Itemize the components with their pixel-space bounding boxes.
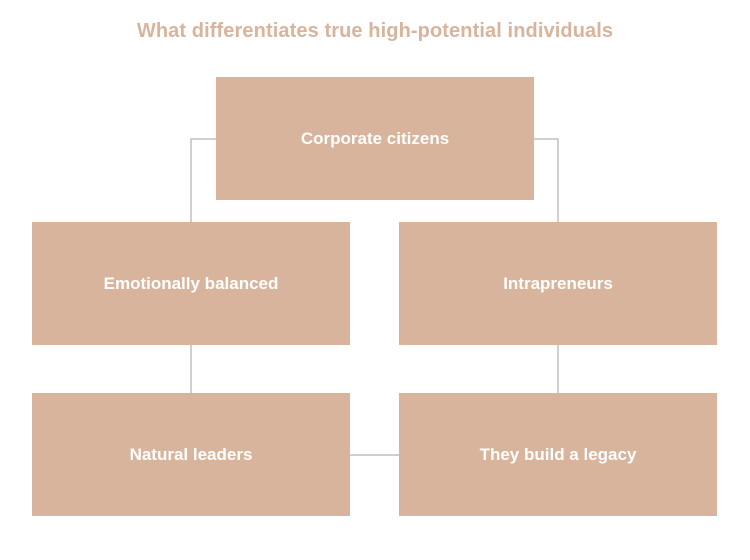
- node-corporate-citizens: Corporate citizens: [216, 77, 534, 200]
- node-emotionally-balanced: Emotionally balanced: [32, 222, 350, 345]
- connector-top-to-middle-right: [534, 138, 559, 222]
- node-label: Intrapreneurs: [503, 273, 613, 293]
- node-label: Emotionally balanced: [103, 273, 279, 293]
- node-label: They build a legacy: [479, 444, 637, 464]
- node-they-build-a-legacy: They build a legacy: [399, 393, 717, 516]
- node-natural-leaders: Natural leaders: [32, 393, 350, 516]
- node-label: Corporate citizens: [300, 128, 450, 148]
- node-label: Natural leaders: [129, 444, 253, 464]
- node-intrapreneurs: Intrapreneurs: [399, 222, 717, 345]
- connector-top-to-middle-left: [190, 138, 216, 222]
- diagram-title: What differentiates true high-potential …: [136, 20, 614, 42]
